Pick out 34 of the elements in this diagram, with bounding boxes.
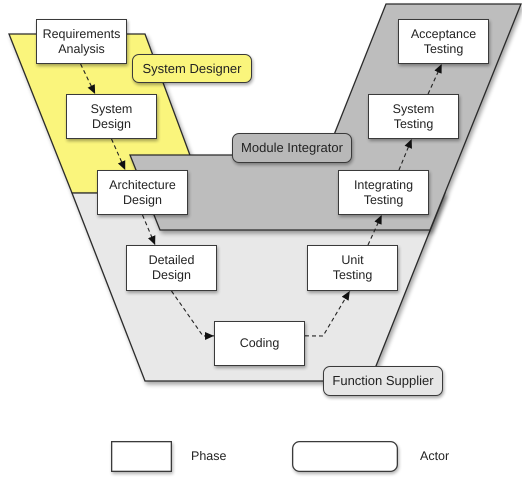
phase-label: System Testing	[392, 102, 434, 132]
phase-label: Unit Testing	[332, 253, 372, 283]
dashed-arrow	[367, 214, 382, 246]
phase-box	[97, 170, 188, 215]
phase-box	[368, 94, 459, 139]
actor-box	[232, 133, 352, 163]
phase-label: Coding	[240, 336, 280, 351]
dashed-arrow	[142, 214, 156, 246]
phase-label: System Design	[90, 102, 132, 132]
dashed-arrow	[80, 64, 96, 94]
actor-label: System Designer	[142, 60, 242, 76]
dashed-arrow	[171, 290, 214, 340]
phase-box	[338, 170, 429, 215]
phase-box	[36, 19, 127, 64]
dashed-arrow	[111, 138, 126, 170]
phase-label: Architecture Design	[109, 178, 176, 208]
phase-label: Acceptance Testing	[410, 26, 476, 56]
actor-box	[323, 366, 443, 396]
legend-label: Actor	[420, 448, 450, 464]
phase-box	[398, 19, 489, 64]
legend-label: Phase	[191, 448, 226, 464]
phase-label: Detailed Design	[148, 253, 194, 283]
phase-box	[214, 321, 305, 366]
dashed-arrow	[428, 64, 442, 94]
actor-label: Function Supplier	[332, 373, 434, 389]
phase-label: Requirements Analysis	[42, 26, 120, 56]
phase-box	[66, 94, 157, 139]
actor-label: Module Integrator	[241, 140, 343, 156]
phase-label: Integrating Testing	[354, 178, 414, 208]
actor-box	[132, 54, 252, 83]
phase-box	[126, 245, 217, 291]
phase-box	[307, 245, 398, 291]
dashed-arrow	[305, 290, 350, 337]
dashed-arrow	[398, 138, 412, 170]
